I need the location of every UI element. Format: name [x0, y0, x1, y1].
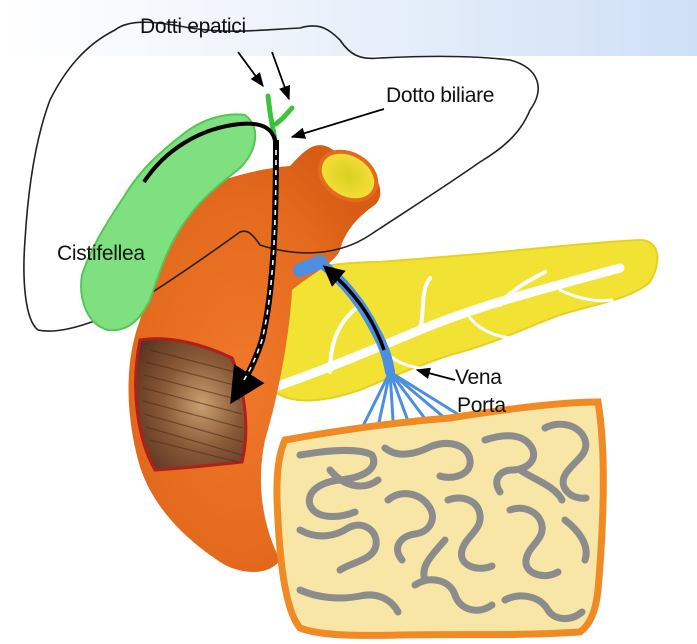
- portal-vein-label-line2: Porta: [457, 395, 506, 416]
- portal-vein-label-line1: Vena: [455, 367, 502, 388]
- gallbladder-label: Cistifellea: [57, 243, 145, 264]
- bile-duct-label: Dotto biliare: [386, 85, 494, 106]
- hepatic-ducts-label: Dotti epatici: [140, 16, 246, 37]
